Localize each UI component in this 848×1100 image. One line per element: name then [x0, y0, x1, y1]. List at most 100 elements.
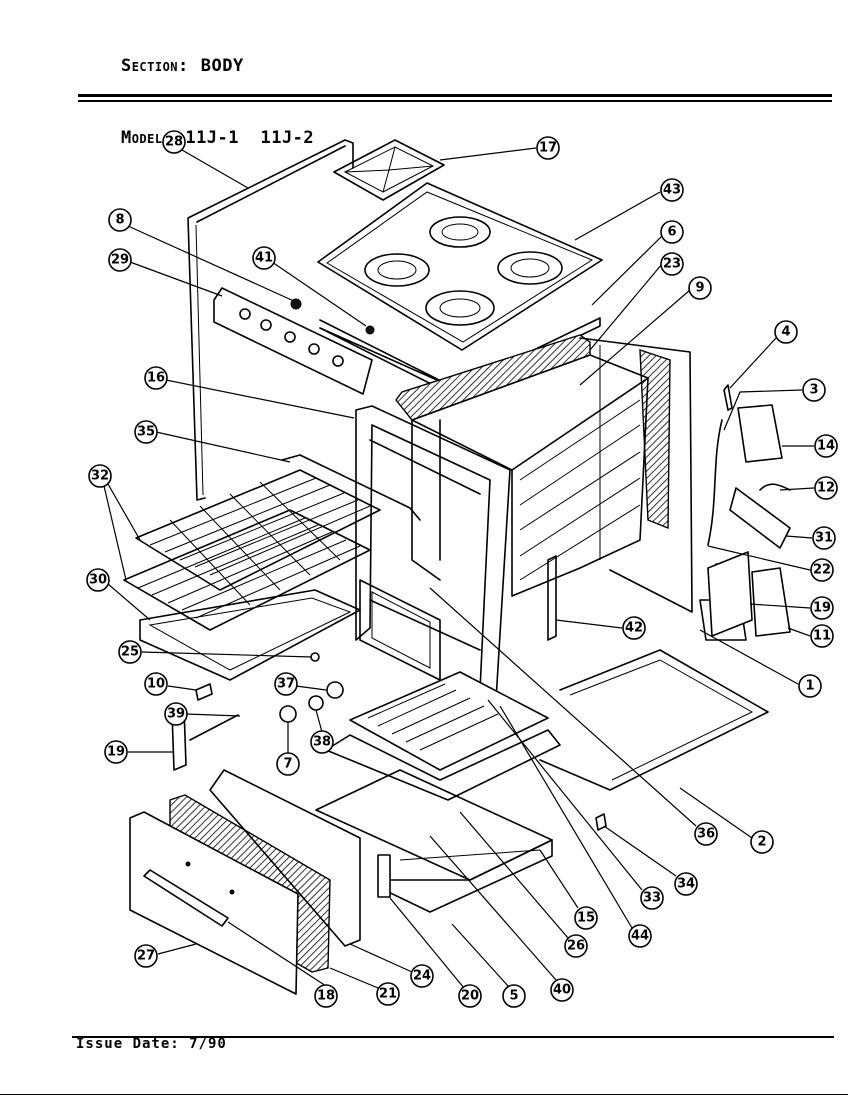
- front-frame: [281, 405, 511, 701]
- callout-18: 18: [227, 921, 338, 1008]
- callout-22: 22: [707, 545, 834, 582]
- svg-text:36: 36: [697, 827, 715, 842]
- callout-28: 28: [162, 130, 249, 189]
- callout-3: 3: [723, 378, 826, 431]
- svg-text:19: 19: [813, 601, 831, 616]
- header-rule-bottom: [78, 100, 832, 102]
- svg-text:3: 3: [809, 383, 818, 398]
- model-label: Model:: [120, 128, 174, 148]
- svg-text:40: 40: [553, 983, 571, 998]
- svg-text:35: 35: [137, 425, 155, 440]
- svg-text:5: 5: [509, 989, 518, 1004]
- callout-1: 1: [699, 629, 822, 698]
- svg-text:14: 14: [817, 439, 835, 454]
- callout-34: 34: [603, 825, 698, 896]
- callout-8: 8: [108, 208, 297, 303]
- callout-37: 37: [274, 672, 327, 696]
- svg-text:17: 17: [539, 141, 557, 156]
- back-panel: [187, 139, 354, 501]
- callout-39: 39: [164, 702, 241, 726]
- svg-text:16: 16: [147, 371, 165, 386]
- callout-26: 26: [459, 811, 588, 958]
- svg-text:18: 18: [317, 989, 335, 1004]
- issue-date: Issue Date: 7/90: [76, 1036, 227, 1052]
- callout-43: 43: [574, 178, 684, 241]
- callout-4: 4: [729, 320, 798, 389]
- callout-41: 41: [252, 246, 367, 327]
- callout-35: 35: [134, 420, 291, 463]
- svg-text:30: 30: [89, 573, 107, 588]
- svg-text:32: 32: [91, 469, 109, 484]
- callout-16: 16: [144, 366, 355, 419]
- broiler-pan: [325, 671, 561, 801]
- svg-text:28: 28: [165, 135, 183, 150]
- page-header: Section:BODY Model: 11J-1 11J-2: [78, 30, 314, 174]
- callout-32: 32: [88, 464, 141, 581]
- model-line: Model: 11J-1 11J-2: [78, 102, 314, 174]
- callout-21: 21: [329, 967, 400, 1006]
- callout-33: 33: [487, 699, 664, 910]
- header-rule-top: [78, 94, 832, 97]
- callout-19b: 19: [104, 740, 174, 764]
- section-label: Section:: [120, 56, 189, 76]
- svg-text:24: 24: [413, 969, 431, 984]
- callout-38: 38: [310, 709, 334, 754]
- callout-2: 2: [679, 787, 774, 854]
- svg-text:11: 11: [813, 629, 831, 644]
- callout-24: 24: [349, 943, 434, 988]
- callout-36: 36: [429, 587, 718, 846]
- callout-31: 31: [785, 526, 836, 550]
- electrical-parts: [707, 384, 791, 637]
- svg-text:8: 8: [115, 213, 124, 228]
- svg-text:10: 10: [147, 677, 165, 692]
- svg-text:38: 38: [313, 735, 331, 750]
- storage-drawer: [315, 769, 553, 913]
- callout-27: 27: [134, 943, 197, 968]
- svg-text:26: 26: [567, 939, 585, 954]
- oven-cavity: [395, 334, 693, 613]
- model-value: 11J-1 11J-2: [185, 128, 315, 148]
- svg-text:42: 42: [625, 621, 643, 636]
- svg-text:6: 6: [667, 225, 676, 240]
- callout-9: 9: [579, 276, 712, 386]
- svg-text:31: 31: [815, 531, 833, 546]
- callout-20: 20: [389, 897, 482, 1008]
- svg-text:33: 33: [643, 891, 661, 906]
- burner-box: [279, 579, 441, 723]
- callout-14: 14: [782, 434, 838, 458]
- oven-racks: [123, 469, 381, 631]
- svg-text:23: 23: [663, 257, 681, 272]
- svg-text:43: 43: [663, 183, 681, 198]
- callout-5: 5: [451, 923, 526, 1008]
- svg-text:29: 29: [111, 253, 129, 268]
- svg-text:34: 34: [677, 877, 695, 892]
- page-bottom-edge: [0, 1094, 848, 1095]
- callouts: 28 17 43 8 6 29 41 23 9 4 3 16 14 35 12 …: [86, 130, 838, 1008]
- svg-text:1: 1: [805, 679, 814, 694]
- svg-text:44: 44: [631, 929, 649, 944]
- callout-19a: 19: [749, 596, 834, 620]
- svg-text:7: 7: [283, 757, 292, 772]
- callout-10: 10: [144, 672, 197, 696]
- drawer-front: [129, 811, 299, 995]
- oven-bottom: [139, 589, 361, 681]
- callout-11: 11: [787, 624, 834, 648]
- callout-6: 6: [591, 220, 684, 306]
- cooktop: [317, 182, 603, 351]
- callout-12: 12: [779, 476, 838, 500]
- callout-29: 29: [108, 248, 223, 297]
- callout-44: 44: [499, 705, 652, 948]
- callout-40: 40: [429, 835, 574, 1002]
- burner-grate: [333, 139, 445, 201]
- svg-text:9: 9: [695, 281, 704, 296]
- svg-text:27: 27: [137, 949, 155, 964]
- callout-15: 15: [539, 849, 598, 930]
- callout-30: 30: [86, 568, 151, 621]
- callout-23: 23: [589, 252, 684, 351]
- svg-text:19: 19: [107, 745, 125, 760]
- svg-text:15: 15: [577, 911, 595, 926]
- bottom-tray: [539, 649, 769, 791]
- callout-7: 7: [276, 722, 300, 776]
- section-line: Section:BODY: [78, 30, 314, 102]
